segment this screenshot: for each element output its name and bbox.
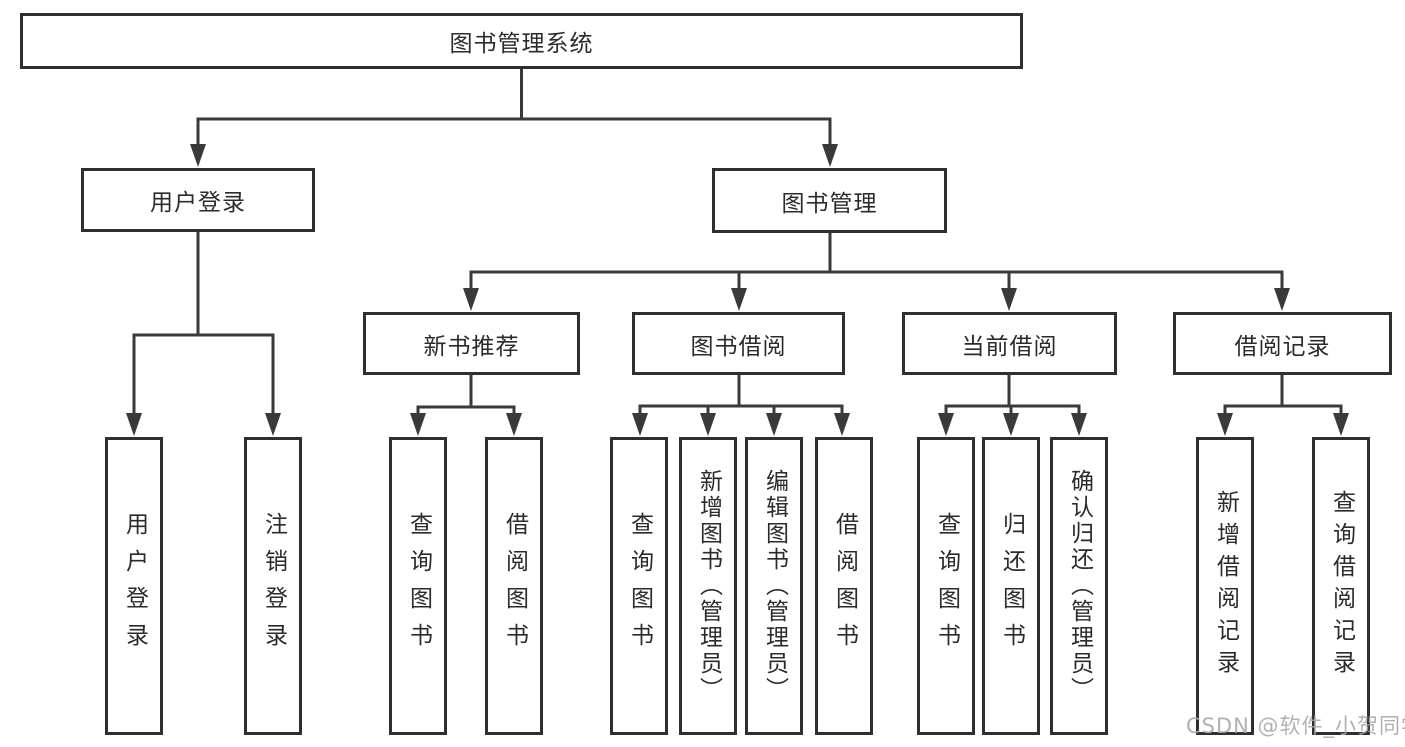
node-book-management-system: 图书管理系统 (20, 13, 1023, 69)
node-label: 当前借阅 (961, 333, 1058, 360)
leaf-label: 确认归还（管理员） (1066, 469, 1093, 703)
leaf-add-borrowing-record: 新增借阅记录 (1196, 437, 1254, 735)
leaf-confirm-return-admin: 确认归还（管理员） (1050, 437, 1108, 735)
leaf-label: 查询图书 (405, 512, 432, 660)
node-label: 借阅记录 (1234, 333, 1331, 360)
leaf-query-books-borrowing: 查询图书 (610, 437, 668, 735)
node-book-borrowing: 图书借阅 (632, 312, 845, 375)
leaf-label: 借阅图书 (831, 512, 858, 660)
leaf-query-books-recommendation: 查询图书 (389, 437, 447, 735)
leaf-label: 借阅图书 (501, 512, 528, 660)
leaf-label: 新增图书（管理员） (695, 469, 722, 703)
leaf-logout: 注销登录 (244, 437, 302, 735)
leaf-query-borrowing-record: 查询借阅记录 (1312, 437, 1370, 735)
leaf-borrow-books: 借阅图书 (815, 437, 873, 735)
csdn-watermark: CSDN @软件_小贺同学 (1186, 714, 1405, 738)
node-user-login: 用户登录 (81, 168, 315, 232)
leaf-label: 用户登录 (121, 512, 148, 660)
leaf-borrow-books-recommendation: 借阅图书 (485, 437, 543, 735)
node-label: 图书管理系统 (449, 31, 594, 57)
leaf-label: 编辑图书（管理员） (761, 469, 788, 703)
node-new-book-recommendation: 新书推荐 (363, 312, 580, 375)
leaf-label: 注销登录 (260, 512, 287, 660)
leaf-user-login: 用户登录 (105, 437, 163, 735)
node-label: 图书借阅 (690, 333, 787, 360)
leaf-label: 新增借阅记录 (1212, 490, 1239, 682)
node-label: 图书管理 (781, 190, 878, 217)
leaf-query-books-current: 查询图书 (917, 437, 975, 735)
leaf-add-books-admin: 新增图书（管理员） (679, 437, 737, 735)
node-label: 用户登录 (150, 190, 246, 216)
leaf-label: 查询借阅记录 (1328, 490, 1355, 682)
node-current-borrowing: 当前借阅 (902, 312, 1117, 375)
arrowhead-icons (126, 144, 1349, 436)
leaf-label: 归还图书 (998, 512, 1025, 660)
node-label: 新书推荐 (423, 333, 520, 360)
leaf-return-books: 归还图书 (982, 437, 1040, 735)
node-book-management: 图书管理 (712, 168, 947, 233)
leaf-label: 查询图书 (626, 512, 653, 660)
leaf-edit-books-admin: 编辑图书（管理员） (745, 437, 803, 735)
leaf-label: 查询图书 (933, 512, 960, 660)
node-borrowing-records: 借阅记录 (1173, 312, 1392, 375)
